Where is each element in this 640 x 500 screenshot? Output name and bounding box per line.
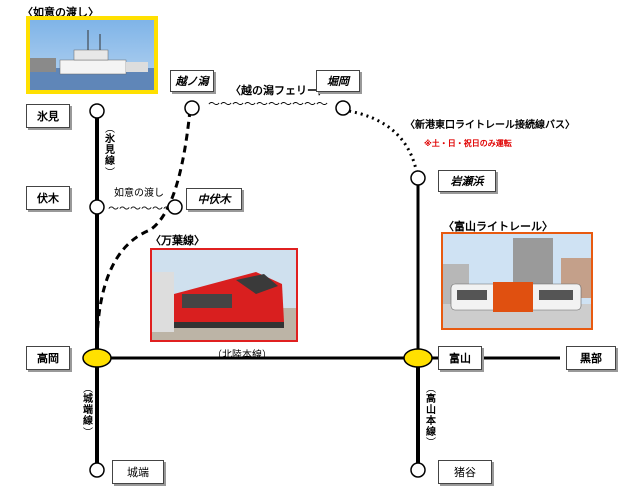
station-inotani: 猪谷 xyxy=(438,460,492,484)
station-kurobe: 黒部 xyxy=(566,346,616,370)
station-iwasehama: 岩瀬浜 xyxy=(438,170,496,192)
hokuriku-main-line-label: （北陸本線） xyxy=(212,350,272,361)
manyo-line xyxy=(95,109,192,341)
toyama-light-rail-title: 〈富山ライトレール〉 xyxy=(443,220,553,233)
johana-line-label: 城端線 xyxy=(83,394,93,427)
station-marker-toyama xyxy=(403,348,433,368)
shinko-bus-note: ※土・日・祝日のみ運転 xyxy=(424,139,512,148)
johana-line-paren-close: ︶ xyxy=(83,428,93,439)
station-fushiki: 伏木 xyxy=(26,186,70,210)
koshinokata-ferry-wave: 〜〜〜〜〜〜〜〜〜〜 xyxy=(208,97,328,111)
koshinokata-ferry-title: 〈越の潟フェリー〉 xyxy=(230,84,329,97)
nyoi-ferry-label: 如意の渡し xyxy=(114,188,164,199)
station-horioka: 堀岡 xyxy=(316,70,360,92)
station-dot-himi xyxy=(89,103,105,119)
station-dot-nakafushiki xyxy=(167,199,183,215)
toyama-light-rail-photo xyxy=(441,232,593,330)
station-dot-horioka xyxy=(335,100,351,116)
station-dot-johana xyxy=(89,462,105,478)
shinko-bus-title: 〈新港東口ライトレール接続線バス〉 xyxy=(405,120,575,131)
johana-line-paren-open: ︵ xyxy=(83,384,93,395)
station-johana: 城端 xyxy=(112,460,164,484)
station-dot-iwasehama xyxy=(410,170,426,186)
himi-line-paren-close: ︶ xyxy=(105,168,115,179)
takayama-line-paren-open: ︵ xyxy=(426,384,436,395)
nyoi-ferry-wave: 〜〜〜〜〜〜 xyxy=(108,202,174,215)
takayama-line-label: 高山本線 xyxy=(426,394,436,438)
nyoi-ferry-title: 〈如意の渡し〉 xyxy=(22,6,99,19)
station-dot-koshinokata xyxy=(184,100,200,116)
station-takaoka: 高岡 xyxy=(26,346,70,370)
station-marker-takaoka xyxy=(82,348,112,368)
himi-line-paren-open: ︵ xyxy=(105,124,115,135)
shinko-bus-route xyxy=(342,108,420,181)
station-himi: 氷見 xyxy=(26,104,70,128)
takayama-line-paren-close: ︶ xyxy=(426,438,436,449)
station-toyama: 富山 xyxy=(438,346,482,370)
station-nakafushiki: 中伏木 xyxy=(186,188,242,210)
station-dot-fushiki xyxy=(89,199,105,215)
manyo-line-title: 〈万葉線〉 xyxy=(150,234,205,247)
himi-line-label: 氷見線 xyxy=(105,134,115,167)
manyo-line-photo xyxy=(150,248,298,342)
station-dot-inotani xyxy=(410,462,426,478)
station-koshinokata: 越ノ潟 xyxy=(170,70,214,92)
nyoi-ferry-photo xyxy=(26,16,158,94)
